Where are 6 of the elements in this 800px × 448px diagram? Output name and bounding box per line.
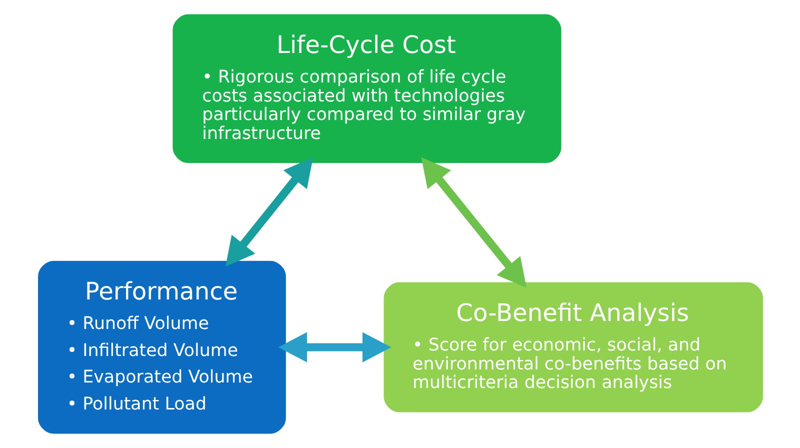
node-box: Co-Benefit Analysis • Score for economic, social, and environmental co-benefits based on multicriteria decision analysis <box>382 280 764 414</box>
arrow <box>225 157 313 267</box>
node-box: Performance • Runoff Volume • Infiltrated Volume • Evaporated Volume • Pollutant Load <box>36 260 287 436</box>
arrow <box>278 332 391 362</box>
node-box: Life-Cycle Cost • Rigorous comparison of life cycle costs associated with technologies particularly compared to similar gray infrastructure <box>170 12 562 164</box>
arrow <box>420 157 526 288</box>
